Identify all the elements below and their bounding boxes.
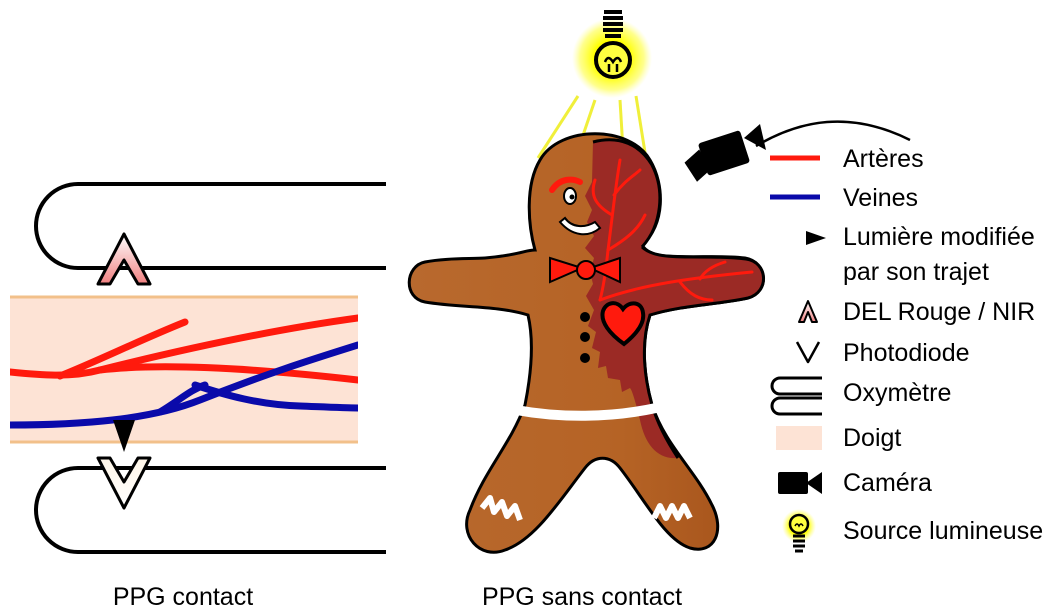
light-bulb-icon [572, 10, 652, 98]
modified-light-arrowhead [113, 420, 135, 452]
legend-label-led: DEL Rouge / NIR [843, 298, 1035, 326]
mouth [558, 216, 602, 236]
legend-label-modified-light-cont: par son trajet [843, 258, 989, 286]
gingerbread-figure [407, 132, 765, 554]
legend-label-veins: Veines [843, 184, 918, 212]
artery-vessel [56, 318, 189, 380]
caption-non-contact-ppg: PPG sans contact [482, 583, 682, 611]
button-dot [580, 332, 590, 342]
non-contact-ppg-illustration [407, 10, 911, 554]
legend-label-light-source: Source lumineuse [843, 517, 1043, 545]
button-dot [580, 353, 590, 363]
vein-vessel [10, 341, 358, 429]
button-dot [580, 312, 590, 322]
eyebrow [549, 176, 583, 193]
oximeter-legend-icon [770, 376, 822, 416]
gingerbread-arteries [591, 158, 754, 302]
vein-vessel [191, 381, 358, 412]
legend-label-oximeter: Oxymètre [843, 379, 951, 407]
light-source-legend-icon [782, 509, 816, 553]
artery-vessel [96, 363, 358, 384]
finger-legend-swatch [776, 426, 822, 450]
legend-label-photodiode: Photodiode [843, 339, 970, 367]
photodiode-icon [96, 456, 152, 510]
bow-tie [549, 256, 621, 284]
heart-icon [600, 301, 646, 347]
icing-belt [511, 403, 661, 421]
camera-legend-icon [778, 472, 822, 494]
led-legend-icon [798, 300, 818, 323]
legend-label-arteries: Artères [843, 145, 924, 173]
dissection-area [585, 139, 764, 459]
oximeter-upper-jaw [34, 182, 386, 270]
icing-right-foot [651, 503, 693, 521]
legend: Artères Veines Lumière modifiée par son … [762, 145, 1043, 553]
photodiode-legend-icon [795, 341, 821, 364]
legend-label-camera: Caméra [843, 469, 932, 497]
legend-label-finger: Doigt [843, 424, 901, 452]
red-nir-led-icon [96, 232, 152, 286]
vein-vessel [156, 381, 209, 416]
camera-icon [684, 120, 911, 182]
artery-vessel [10, 314, 358, 379]
oximeter-lower-jaw [34, 466, 386, 554]
legend-label-modified-light: Lumière modifiée [843, 223, 1035, 251]
caption-contact-ppg: PPG contact [113, 583, 253, 611]
icing-left-foot [479, 495, 523, 522]
contact-ppg-illustration [10, 182, 386, 554]
